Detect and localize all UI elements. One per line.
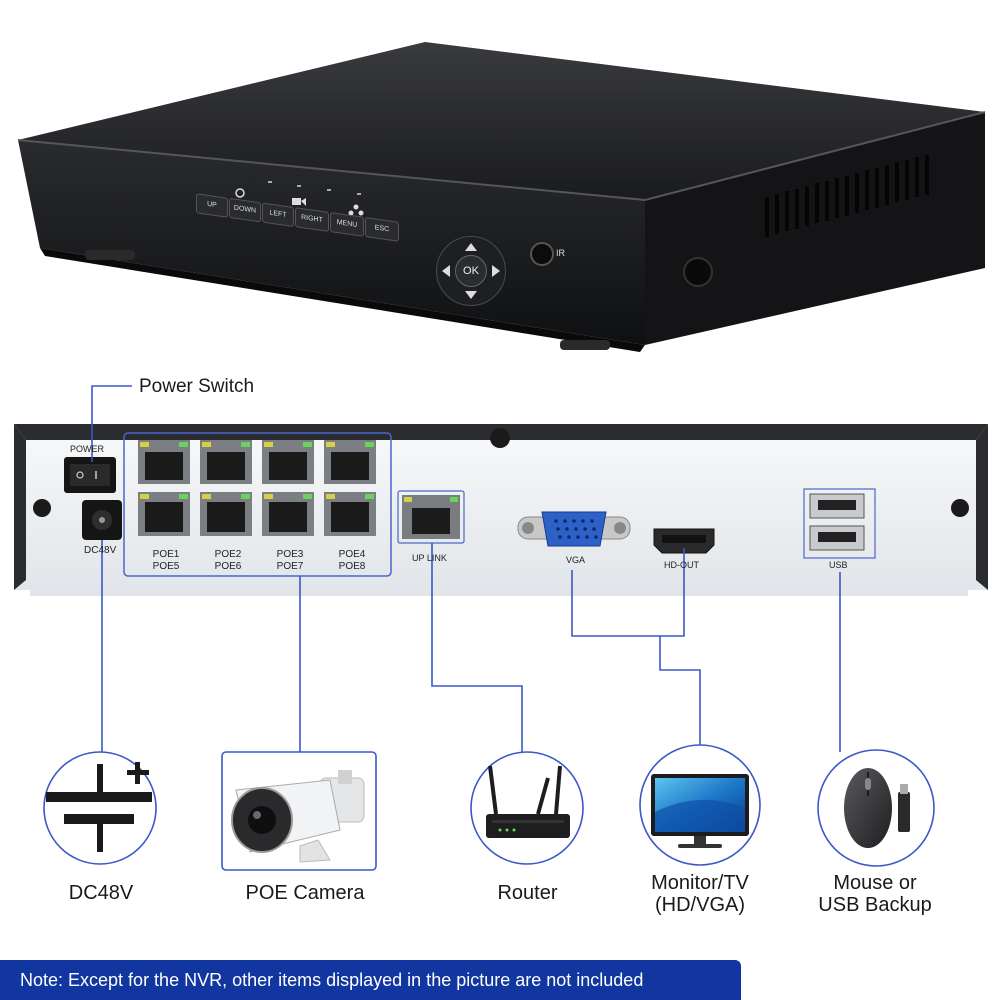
dc-label: DC48V <box>84 545 117 556</box>
nav-pad[interactable]: OK <box>436 236 506 306</box>
ir-label: IR <box>556 248 565 258</box>
uplink-label: UP LINK <box>412 553 447 563</box>
nvr-side-face <box>645 112 985 345</box>
dc48v-label: DC48V <box>68 882 134 904</box>
nav-up-arrow-icon[interactable] <box>465 243 477 251</box>
usb-ports <box>809 493 865 551</box>
router-circle <box>470 751 584 865</box>
record-led-icon <box>292 198 301 205</box>
mouse-label: Mouse or USB Backup <box>818 872 932 916</box>
poe-port <box>138 440 190 484</box>
power-switch-callout-line <box>91 385 132 462</box>
video-merge-line <box>571 548 685 637</box>
nav-left-arrow-icon[interactable] <box>442 265 450 277</box>
vga-port <box>517 511 631 547</box>
poe-port <box>262 492 314 536</box>
monitor-icon <box>651 774 749 848</box>
poe-port <box>200 492 252 536</box>
ir-sensor <box>530 242 554 266</box>
dc-power-symbol-icon <box>46 762 152 852</box>
vga-label: VGA <box>566 555 586 565</box>
hdmi-port <box>653 528 715 554</box>
power-label: POWER <box>70 444 105 454</box>
router-line <box>431 543 523 752</box>
nav-right-arrow-icon[interactable] <box>492 265 500 277</box>
router-icon <box>486 765 570 838</box>
foot <box>85 250 135 260</box>
note-text: Note: Except for the NVR, other items di… <box>20 970 644 990</box>
poe-port <box>138 492 190 536</box>
side-screw <box>683 257 713 287</box>
ok-button[interactable]: OK <box>455 255 487 287</box>
monitor-label: Monitor/TV (HD/VGA) <box>651 872 749 916</box>
power-led-icon <box>235 188 245 198</box>
usb-label: USB <box>829 560 848 570</box>
dc-power-circle <box>43 751 157 865</box>
bullet-camera-icon <box>231 770 365 863</box>
poe-port <box>324 440 376 484</box>
mount-screw <box>33 499 51 517</box>
note-bar: Note: Except for the NVR, other items di… <box>0 960 741 1000</box>
poe-port-group <box>123 432 392 577</box>
mount-screw <box>490 428 510 448</box>
nav-down-arrow-icon[interactable] <box>465 291 477 299</box>
poe-camera-label: POE Camera <box>245 882 365 904</box>
power-switch-callout: Power Switch <box>139 376 255 397</box>
nvr-top-face <box>18 42 985 200</box>
side-vents <box>765 155 929 237</box>
poe-port-grid <box>138 440 386 546</box>
rear-panel <box>14 424 988 596</box>
foot <box>560 340 610 350</box>
hdmi-label: HD-OUT <box>664 560 699 570</box>
monitor-line <box>659 636 701 745</box>
router-label: Router <box>497 882 558 904</box>
mount-screw <box>951 499 969 517</box>
poe-port <box>324 492 376 536</box>
poe-port <box>262 440 314 484</box>
network-led-icon <box>353 204 359 210</box>
poe-port <box>200 440 252 484</box>
mouse-icon <box>844 768 910 848</box>
